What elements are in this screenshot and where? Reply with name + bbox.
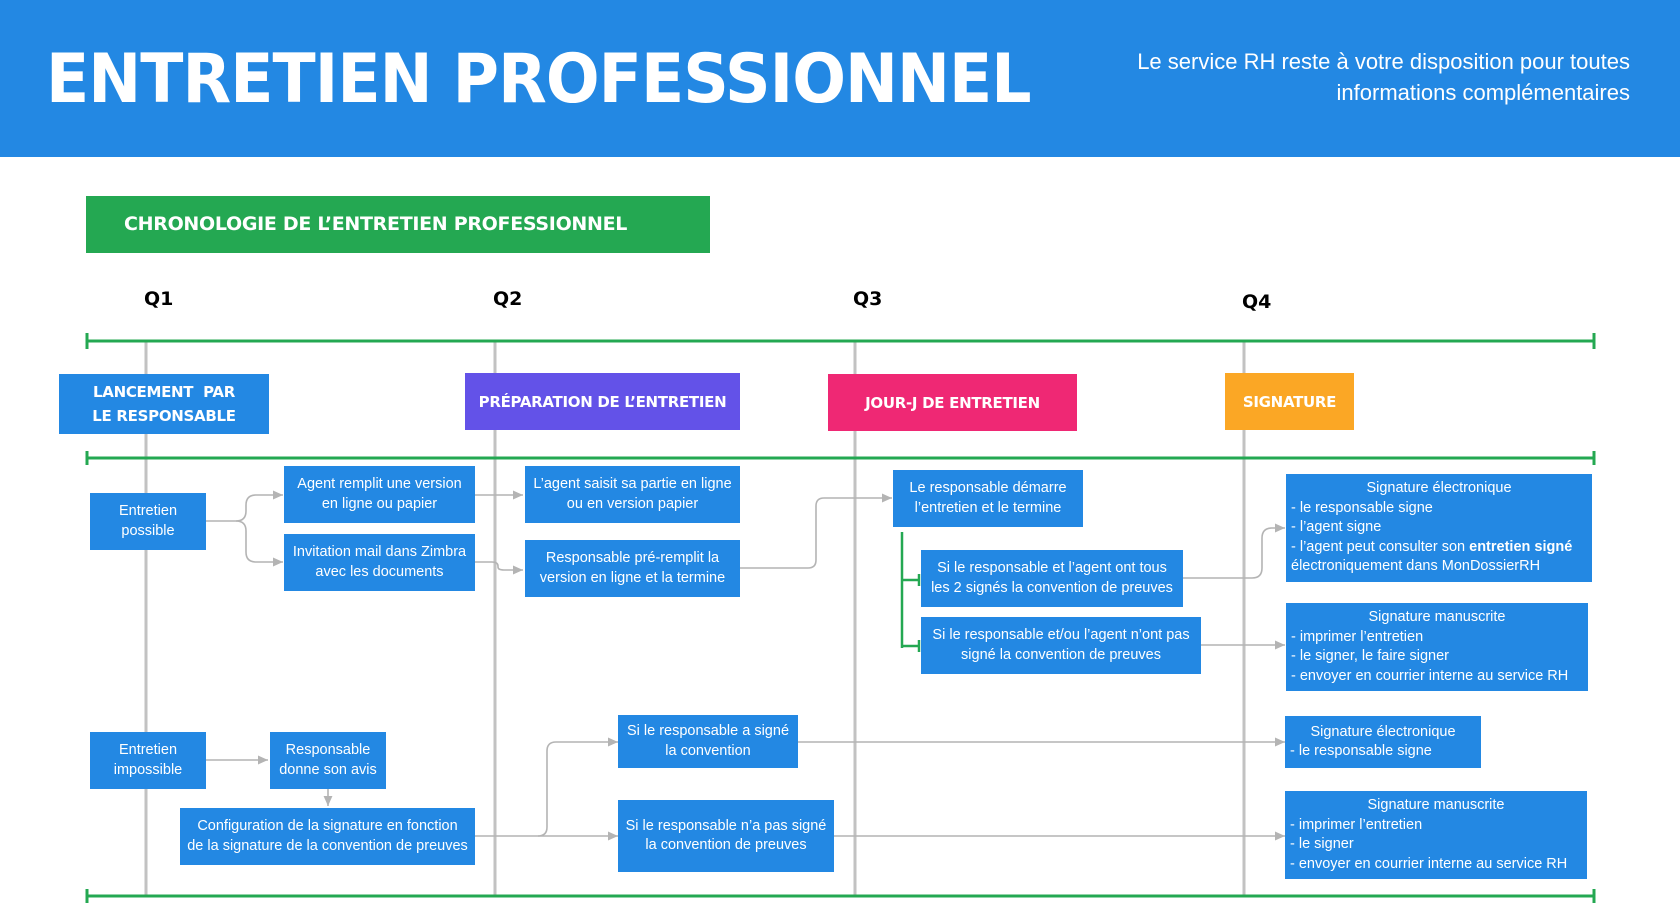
arrow-invitation-to-preremplit (475, 561, 523, 575)
sig1-line1: - le responsable signe (1291, 499, 1433, 516)
box-pas-signe-text: Si le responsable et/ou l’agent n’ont pa… (932, 627, 1190, 663)
sig4-title: Signature manuscrite (1367, 797, 1505, 813)
sig3-line1: - le responsable signe (1290, 743, 1432, 759)
box-entretien-possible-text: Entretien possible (118, 503, 178, 539)
box-agent-saisit-text: L’agent saisit sa partie en ligne ou en … (533, 476, 732, 512)
arrow-signes-to-sig1 (1183, 523, 1285, 579)
sig1-title: Signature électronique (1366, 480, 1512, 497)
box-pas-signe: Si le responsable et/ou l’agent n’ont pa… (921, 617, 1201, 674)
arrow-possible-to-invitation (235, 520, 283, 567)
hr-contact-note-line2: informations complémentaires (1336, 80, 1630, 105)
box-configuration-text: Configuration de la signature en fonctio… (187, 818, 468, 854)
box-resp-pas-signe-text: Si le responsable n’a pas signé la conve… (625, 817, 827, 854)
flow-connectors (206, 490, 1285, 841)
phase-signature: SIGNATURE (1225, 373, 1354, 430)
sig1-line3-start: - l’agent peut consulter son (1291, 538, 1470, 555)
box-agent-remplit: Agent remplit une version en ligne ou pa… (284, 466, 475, 523)
box-agent-remplit-text: Agent remplit une version en ligne ou pa… (297, 476, 462, 512)
quarter-label-q2: Q2 (493, 288, 523, 310)
box-responsable-preremplit-text: Responsable pré-remplit la version en li… (539, 550, 726, 586)
box-resp-pas-signe: Si le responsable n’a pas signé la conve… (618, 800, 834, 872)
box-entretien-possible: Entretien possible (90, 493, 206, 550)
phase-lancement: LANCEMENT PAR LE RESPONSABLE (59, 374, 269, 434)
box-invitation-mail: Invitation mail dans Zimbra avec les doc… (284, 534, 475, 591)
sig2-line2: - le signer, le faire signer (1291, 648, 1449, 664)
sig4-line3: - envoyer en courrier interne au service… (1290, 855, 1568, 872)
sig2-line1: - imprimer l’entretien (1291, 628, 1424, 645)
sig4-line2: - le signer (1290, 836, 1354, 852)
quarter-label-q3: Q3 (853, 288, 883, 310)
sig1-line3: - l’agent peut consulter son entretien s… (1291, 538, 1587, 558)
jour-j-branch (900, 532, 921, 652)
box-agent-saisit: L’agent saisit sa partie en ligne ou en … (525, 466, 740, 523)
box-responsable-avis-text: Responsable donne son avis (279, 742, 377, 778)
box-signature-electronique-2: Signature électronique - le responsable … (1285, 716, 1481, 768)
box-tous-signes: Si le responsable et l’agent ont tous le… (921, 550, 1183, 607)
sig1-line2: - l’agent signe (1291, 519, 1382, 536)
quarter-gridlines (144, 342, 1246, 896)
phase-preparation: PRÉPARATION DE L’ENTRETIEN (465, 373, 740, 430)
box-entretien-impossible-text: Entretien impossible (113, 742, 183, 778)
box-responsable-preremplit: Responsable pré-remplit la version en li… (525, 540, 740, 597)
sig3-title: Signature électronique (1310, 723, 1456, 740)
section-title: CHRONOLOGIE DE L’ENTRETIEN PROFESSIONNEL (86, 196, 710, 253)
box-resp-a-signe-text: Si le responsable a signé la convention (626, 723, 790, 759)
box-responsable-demarre: Le responsable démarre l’entretien et le… (893, 470, 1083, 527)
timeline-rules (85, 333, 1596, 903)
box-resp-a-signe: Si le responsable a signé la convention (618, 715, 798, 768)
box-signature-manuscrite-1: Signature manuscrite - imprimer l’entret… (1286, 603, 1588, 691)
arrow-possible-to-agent (206, 490, 283, 522)
page-title: ENTRETIEN PROFESSIONNEL (46, 40, 1032, 119)
header-banner: ENTRETIEN PROFESSIONNEL Le service RH re… (0, 0, 1680, 157)
quarter-label-q1: Q1 (144, 288, 174, 310)
sig2-title: Signature manuscrite (1368, 609, 1506, 625)
box-responsable-avis: Responsable donne son avis (270, 732, 386, 789)
phase-jour-j: JOUR-J DE ENTRETIEN (828, 374, 1077, 431)
box-entretien-impossible: Entretien impossible (90, 732, 206, 789)
sig1-line3-bold: entretien signé (1469, 538, 1573, 555)
box-signature-electronique-1: Signature électronique - le responsable … (1286, 474, 1592, 582)
box-signature-manuscrite-2: Signature manuscrite - imprimer l’entret… (1285, 791, 1587, 879)
box-configuration: Configuration de la signature en fonctio… (180, 808, 475, 865)
sig4-line1: - imprimer l’entretien (1290, 816, 1423, 833)
hr-contact-note-line1: Le service RH reste à votre disposition … (1137, 49, 1630, 74)
hr-contact-note: Le service RH reste à votre disposition … (1070, 46, 1630, 108)
quarter-label-q4: Q4 (1242, 291, 1272, 313)
phase-lancement-line2: LE RESPONSABLE (92, 407, 236, 425)
arrow-preremplit-to-demarre (740, 493, 892, 569)
phase-lancement-line1: LANCEMENT PAR (93, 383, 235, 401)
box-responsable-demarre-text: Le responsable démarre l’entretien et le… (909, 480, 1067, 516)
box-tous-signes-text: Si le responsable et l’agent ont tous le… (931, 560, 1173, 596)
sig2-line3: - envoyer en courrier interne au service… (1291, 667, 1569, 684)
box-invitation-mail-text: Invitation mail dans Zimbra avec les doc… (292, 544, 467, 580)
sig1-line4: électroniquement dans MonDossierRH (1291, 558, 1541, 575)
